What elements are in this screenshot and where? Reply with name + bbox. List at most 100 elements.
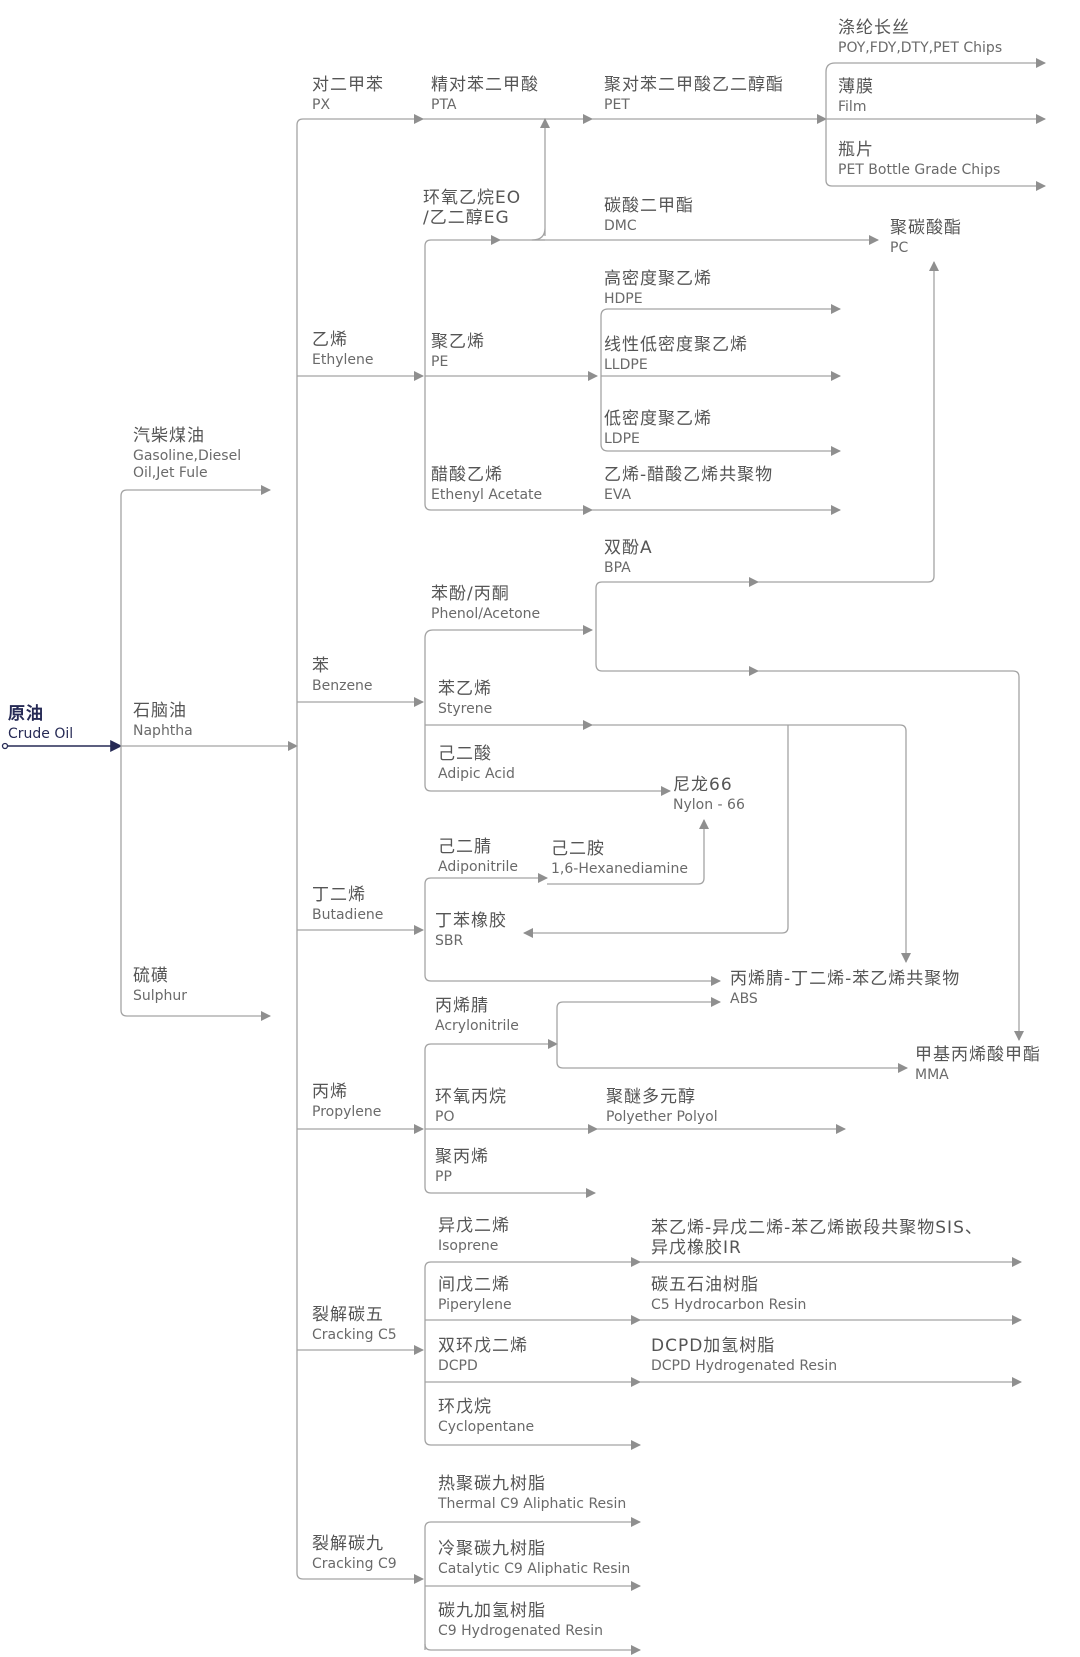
node-label-zh: 丁苯橡胶 — [435, 911, 507, 931]
node-label-en: BPA — [604, 559, 631, 576]
link-acetone-mma — [595, 663, 759, 676]
node-label-zh: 硫磺 — [133, 966, 169, 986]
node-thermal-c9: 热聚碳九树脂 Thermal C9 Aliphatic Resin — [438, 1474, 626, 1512]
node-sbr: 丁苯橡胶 SBR — [435, 911, 507, 949]
node-label-en: Ethenyl Acetate — [431, 486, 543, 503]
node-label-en: LDPE — [604, 430, 640, 447]
node-label-zh: 裂解碳五 — [312, 1305, 384, 1325]
node-lldpe: 线性低密度聚乙烯 LLDPE — [604, 335, 748, 373]
node-pta: 精对苯二甲酸 PTA — [431, 75, 539, 113]
node-label-zh: 苯乙烯-异戊二烯-苯乙烯嵌段共聚物SIS、 — [651, 1218, 983, 1238]
node-label-en: 1,6-Hexanediamine — [551, 860, 688, 877]
node-label-zh: 苯 — [312, 656, 330, 676]
node-label-zh: 汽柴煤油 — [133, 426, 205, 446]
node-label-en: Naphtha — [133, 722, 193, 739]
link-acrylonitrile — [424, 1039, 558, 1051]
node-label-zh: 聚对苯二甲酸乙二醇酯 — [604, 75, 784, 95]
link-eva-src — [424, 503, 593, 515]
node-label-zh: 石脑油 — [133, 701, 187, 721]
node-sis-ir: 苯乙烯-异戊二烯-苯乙烯嵌段共聚物SIS、 异戊橡胶IR — [651, 1218, 983, 1258]
node-label-en: PET Bottle Grade Chips — [838, 161, 1001, 178]
node-label-en: Butadiene — [312, 906, 384, 923]
link-thermal — [424, 1517, 641, 1529]
node-adipic-acid: 己二酸 Adipic Acid — [438, 744, 515, 782]
node-c9-hydrogenated: 碳九加氢树脂 C9 Hydrogenated Resin — [438, 1601, 603, 1639]
node-label-en: Benzene — [312, 677, 373, 694]
link-c9hydro — [424, 1643, 641, 1655]
node-ethenyl-acetate: 醋酸乙烯 Ethenyl Acetate — [431, 465, 543, 503]
node-label-zh: 聚醚多元醇 — [606, 1087, 696, 1107]
node-cracking-c5: 裂解碳五 Cracking C5 — [312, 1305, 397, 1343]
node-label-zh: 丙烯 — [312, 1082, 348, 1102]
link-split-sulphur — [120, 746, 271, 1021]
node-pe: 聚乙烯 PE — [431, 332, 485, 370]
node-pet: 聚对苯二甲酸乙二醇酯 PET — [604, 75, 784, 113]
node-label-en-line2: Oil,Jet Fule — [133, 464, 208, 481]
node-catalytic-c9: 冷聚碳九树脂 Catalytic C9 Aliphatic Resin — [438, 1539, 630, 1577]
node-label-zh: 高密度聚乙烯 — [604, 269, 712, 289]
node-label-zh: 双环戊二烯 — [438, 1336, 528, 1356]
node-label-en: Cracking C9 — [312, 1555, 397, 1572]
node-pp: 聚丙烯 PP — [435, 1147, 489, 1185]
node-label-zh: 醋酸乙烯 — [431, 465, 503, 485]
node-label-en: Sulphur — [133, 987, 188, 1004]
node-label-en: EVA — [604, 486, 632, 503]
node-film: 薄膜 Film — [838, 77, 874, 115]
node-label-en: DMC — [604, 217, 637, 234]
node-label-en: Polyether Polyol — [606, 1108, 718, 1125]
node-label-zh: 丁二烯 — [312, 885, 366, 905]
node-pc: 聚碳酸酯 PC — [890, 218, 962, 256]
node-dmc: 碳酸二甲酯 DMC — [604, 196, 694, 234]
node-gasoline: 汽柴煤油 Gasoline,Diesel Oil,Jet Fule — [133, 426, 242, 481]
link-ldpe — [600, 443, 841, 456]
link-adipic — [424, 784, 671, 796]
link-eo — [424, 235, 501, 247]
node-label-zh: 精对苯二甲酸 — [431, 75, 539, 95]
node-label-en: Cracking C5 — [312, 1326, 397, 1343]
node-label-zh: 环戊烷 — [438, 1397, 492, 1417]
node-butadiene: 丁二烯 Butadiene — [312, 885, 384, 923]
node-propylene: 丙烯 Propylene — [312, 1082, 381, 1120]
link-split-gasoline — [120, 485, 271, 746]
node-label-zh: 薄膜 — [838, 77, 874, 97]
node-label-zh: 热聚碳九树脂 — [438, 1474, 546, 1494]
node-label-en: PET — [604, 96, 630, 113]
link-acn-mma — [556, 1061, 908, 1073]
node-eo-eg: 环氧乙烷EO /乙二醇EG — [423, 188, 521, 228]
node-label-en: Nylon - 66 — [673, 796, 745, 813]
node-label-zh: 双酚A — [604, 538, 653, 558]
node-label-zh-line2: /乙二醇EG — [423, 207, 510, 228]
node-label-zh: 环氧丙烷 — [435, 1087, 507, 1107]
node-dcpd: 双环戊二烯 DCPD — [438, 1336, 528, 1374]
node-label-zh: 丙烯腈 — [435, 996, 489, 1016]
node-label-zh: 己二酸 — [438, 744, 492, 764]
link-pp — [424, 1186, 596, 1198]
link-phenol — [424, 625, 593, 639]
node-label-en: Crude Oil — [8, 725, 74, 742]
node-polyether-polyol: 聚醚多元醇 Polyether Polyol — [606, 1087, 718, 1125]
link-eg-up-to-pet — [531, 119, 545, 241]
link-acetone-mma-2 — [758, 670, 1024, 1041]
node-label-zh: 乙烯 — [312, 330, 348, 350]
node-label-zh: 原油 — [8, 704, 44, 724]
node-hdpe: 高密度聚乙烯 HDPE — [604, 269, 712, 307]
node-label-en: HDPE — [604, 290, 643, 307]
node-label-en: DCPD Hydrogenated Resin — [651, 1357, 838, 1374]
node-po: 环氧丙烷 PO — [435, 1087, 507, 1125]
node-polyester-filament: 涤纶长丝 POY,FDY,DTY,PET Chips — [838, 18, 1003, 56]
link-acn-abs — [556, 997, 721, 1009]
node-c5-resin: 碳五石油树脂 C5 Hydrocarbon Resin — [651, 1275, 806, 1313]
node-label-en: Cyclopentane — [438, 1418, 535, 1435]
node-label-en: Gasoline,Diesel — [133, 447, 242, 464]
node-label-en: PO — [435, 1108, 455, 1125]
node-label-en: PE — [431, 353, 449, 370]
link-px — [296, 114, 424, 126]
node-label-en: POY,FDY,DTY,PET Chips — [838, 39, 1003, 56]
node-acrylonitrile: 丙烯腈 Acrylonitrile — [435, 996, 519, 1034]
node-label-en: PC — [890, 239, 909, 256]
node-bottle-chips: 瓶片 PET Bottle Grade Chips — [838, 140, 1001, 178]
node-label-en: Adiponitrile — [438, 858, 518, 875]
node-eva: 乙烯-醋酸乙烯共聚物 EVA — [604, 465, 773, 503]
